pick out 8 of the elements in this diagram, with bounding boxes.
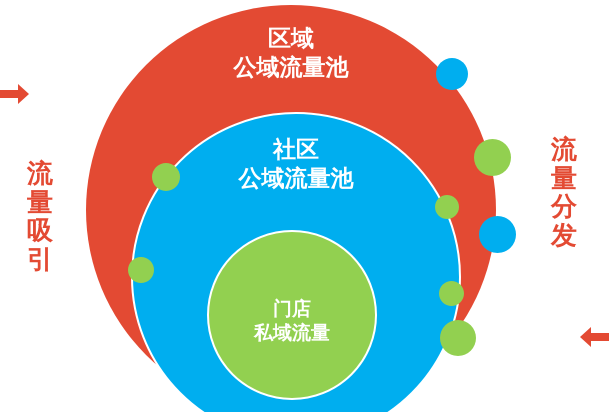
region-label: 公域流量池 [238,164,354,194]
vertical-caption: 流量吸引 [27,160,53,274]
region-label: 公域流量池 [234,54,348,82]
region-label: 门店 [273,298,311,322]
region-label: 私域流量 [254,322,330,346]
vertical-caption: 流量分发 [551,136,577,250]
region-label: 区域 [268,25,314,54]
region-label: 社区 [273,136,319,165]
